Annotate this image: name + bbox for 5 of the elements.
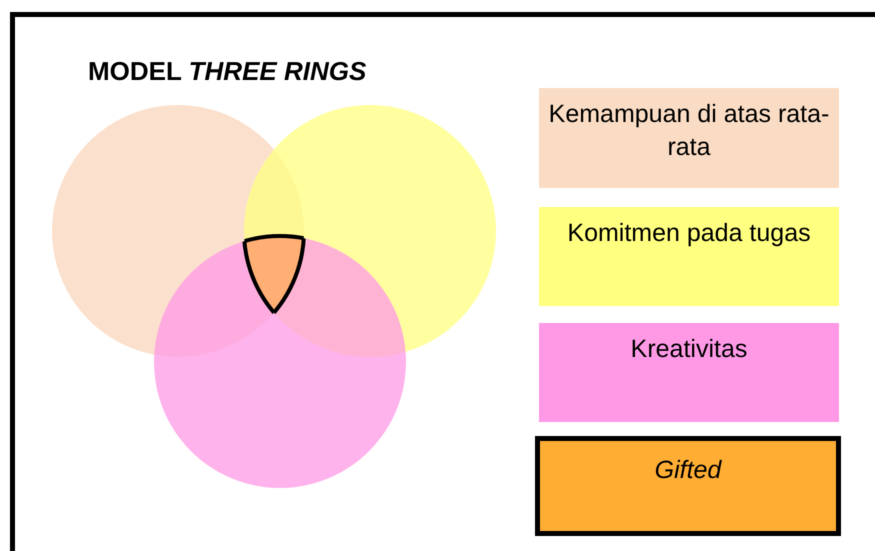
legend-label: Kreativitas [630, 334, 748, 365]
legend-label: Gifted [654, 455, 722, 486]
legend-label: Komitmen pada tugas [567, 218, 811, 249]
diagram-title: MODEL THREE RINGS [88, 56, 366, 87]
legend-label: Kemampuan di atas rata-rata [548, 99, 830, 162]
